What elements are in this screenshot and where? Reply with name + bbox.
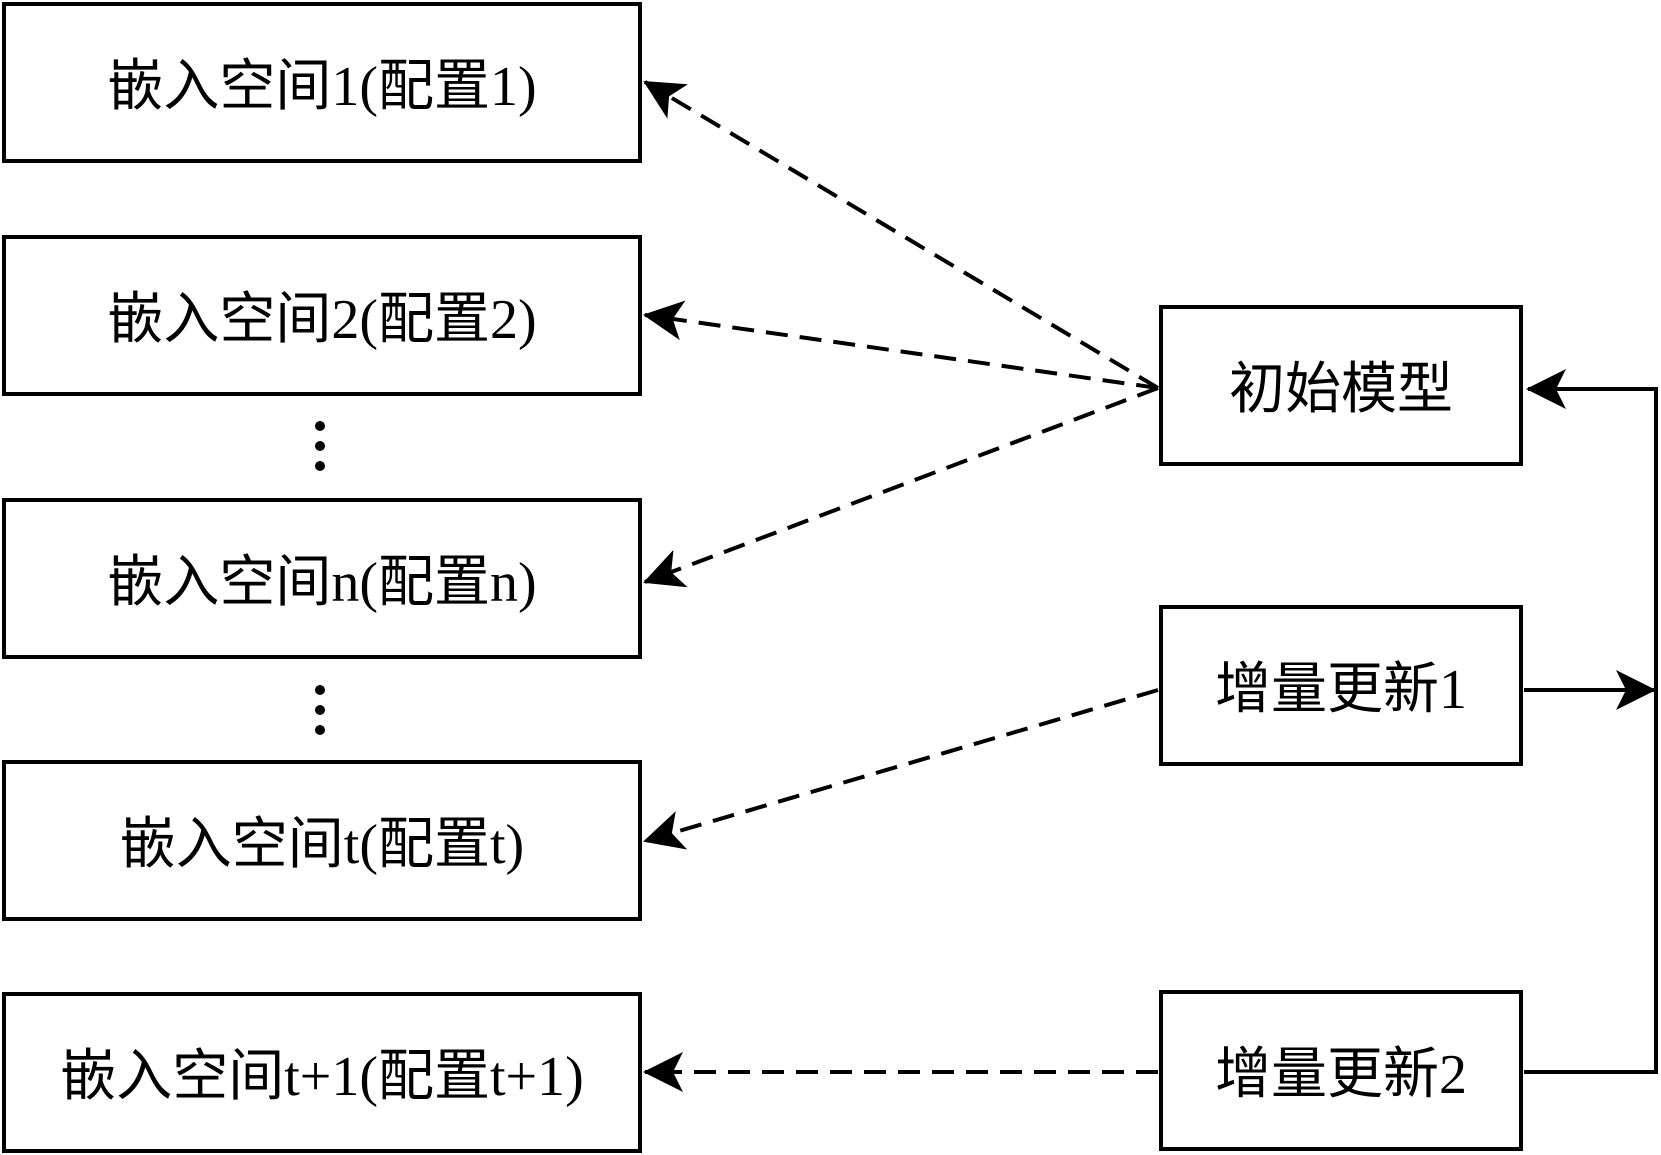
increment-update-2-node: 增量更新2 bbox=[1159, 990, 1523, 1151]
increment-update-2-label: 增量更新2 bbox=[1215, 1044, 1467, 1106]
arrow-initial-to-space-2 bbox=[643, 300, 1159, 390]
initial-model-node: 初始模型 bbox=[1159, 305, 1523, 466]
embedding-space-1-node: 嵌入空间1(配置1) bbox=[2, 2, 642, 163]
increment-update-1-node: 增量更新1 bbox=[1159, 605, 1523, 766]
embedding-space-2-node: 嵌入空间2(配置2) bbox=[2, 235, 642, 396]
embedding-space-1-label: 嵌入空间1(配置1) bbox=[107, 56, 536, 118]
embedding-space-t-node: 嵌入空间t(配置t) bbox=[2, 760, 642, 921]
initial-model-label: 初始模型 bbox=[1229, 359, 1453, 421]
embedding-space-t-label: 嵌入空间t(配置t) bbox=[120, 814, 524, 876]
embedding-space-t-plus-1-label: 嵌入空间t+1(配置t+1) bbox=[60, 1046, 584, 1108]
embedding-space-t-plus-1-node: 嵌入空间t+1(配置t+1) bbox=[2, 992, 642, 1153]
increment-update-1-label: 增量更新1 bbox=[1215, 659, 1467, 721]
arrow-increment-1-to-space-t bbox=[643, 688, 1159, 850]
embedding-space-2-label: 嵌入空间2(配置2) bbox=[107, 289, 536, 351]
embedding-space-n-label: 嵌入空间n(配置n) bbox=[107, 552, 536, 614]
embedding-space-n-node: 嵌入空间n(配置n) bbox=[2, 498, 642, 659]
arrow-initial-to-space-n bbox=[643, 386, 1159, 588]
arrow-initial-to-space-1 bbox=[643, 80, 1160, 390]
ellipsis-2 bbox=[315, 685, 325, 735]
feedback-path-increment-2 bbox=[1524, 369, 1658, 1074]
ellipsis-1 bbox=[315, 421, 325, 471]
